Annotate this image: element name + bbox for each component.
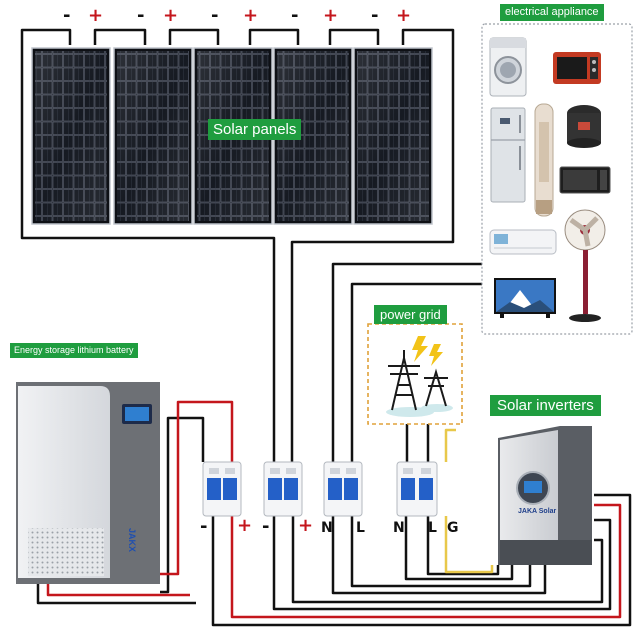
battery-brand: JAKX (127, 528, 137, 553)
inverter-unit (498, 426, 592, 565)
electrical-appliance-label: electrical appliance (500, 4, 604, 21)
wiring (20, 28, 632, 627)
series-jumper-4 (328, 28, 380, 45)
panel-negative-wire (20, 28, 276, 462)
battery-bottom-cable-black (36, 578, 196, 605)
battery-positive-to-inverter (230, 503, 622, 619)
panel-3-minus: - (211, 5, 219, 26)
solar-inverters-label: Solar inverters (490, 395, 601, 416)
series-jumper-2 (168, 28, 220, 45)
load-wire-2 (350, 282, 482, 462)
panel-1-plus: + (88, 5, 104, 26)
solar-panel-1 (31, 47, 111, 225)
breaker-panel (263, 461, 303, 517)
grid-l-terminal: L (356, 520, 365, 536)
air-conditioner-tower-icon (534, 103, 554, 217)
rice-cooker-icon (567, 105, 601, 148)
battery-plus-terminal: + (237, 515, 253, 536)
battery-label: Energy storage lithium battery (10, 343, 138, 358)
oven-icon (553, 52, 601, 84)
grid-l-to-inverter (350, 516, 532, 588)
panel-positive-wire (290, 28, 455, 462)
load-n-terminal: N (393, 520, 405, 536)
series-jumper-1 (93, 28, 147, 45)
panel-plus-terminal: + (298, 515, 314, 536)
panel-2-minus: - (137, 5, 145, 26)
washing-machine-icon (489, 37, 527, 97)
load-g-terminal: G (447, 520, 459, 536)
solar-panels-label: Solar panels (208, 119, 302, 140)
panel-4-minus: - (291, 5, 299, 26)
battery-positive-cable (160, 400, 234, 576)
ground-wire (444, 428, 494, 574)
load-wire-1 (331, 262, 482, 462)
panel-minus-terminal: - (262, 516, 270, 537)
panel-2-plus: + (163, 5, 179, 26)
battery-negative-cable (160, 416, 205, 594)
load-n-to-inverter (404, 516, 514, 581)
panel-positive-to-inverter (291, 516, 604, 604)
series-jumper-3 (248, 28, 300, 45)
panel-3-plus: + (243, 5, 259, 26)
grid-n-terminal: N (321, 520, 333, 536)
battery-negative-to-inverter (211, 493, 632, 627)
grid-n-to-inverter (331, 516, 547, 595)
load-l-to-inverter (426, 516, 500, 576)
battery-unit (16, 382, 160, 584)
breaker-load (396, 461, 438, 517)
refrigerator-icon (490, 107, 526, 203)
solar-panel-2 (113, 47, 193, 225)
solar-panel-5 (353, 47, 433, 225)
lightning-icon (412, 336, 443, 366)
appliance-box (481, 23, 633, 335)
load-l-terminal: L (428, 520, 437, 536)
breaker-battery (202, 461, 242, 517)
television-icon (494, 278, 556, 318)
panel-4-plus: + (323, 5, 339, 26)
battery-minus-terminal: - (200, 516, 208, 537)
fan-icon (564, 209, 606, 322)
panel-5-minus: - (371, 5, 379, 26)
panel-5-plus: + (396, 5, 412, 26)
wall-air-conditioner-icon (489, 229, 557, 255)
inverter-brand: JAKA Solar (518, 508, 557, 515)
panel-negative-to-inverter (272, 516, 612, 611)
panel-1-minus: - (63, 5, 71, 26)
grid-tower-icon (386, 350, 453, 417)
microwave-icon (559, 166, 611, 194)
breaker-grid (323, 461, 363, 517)
power-grid-label: power grid (374, 305, 447, 324)
